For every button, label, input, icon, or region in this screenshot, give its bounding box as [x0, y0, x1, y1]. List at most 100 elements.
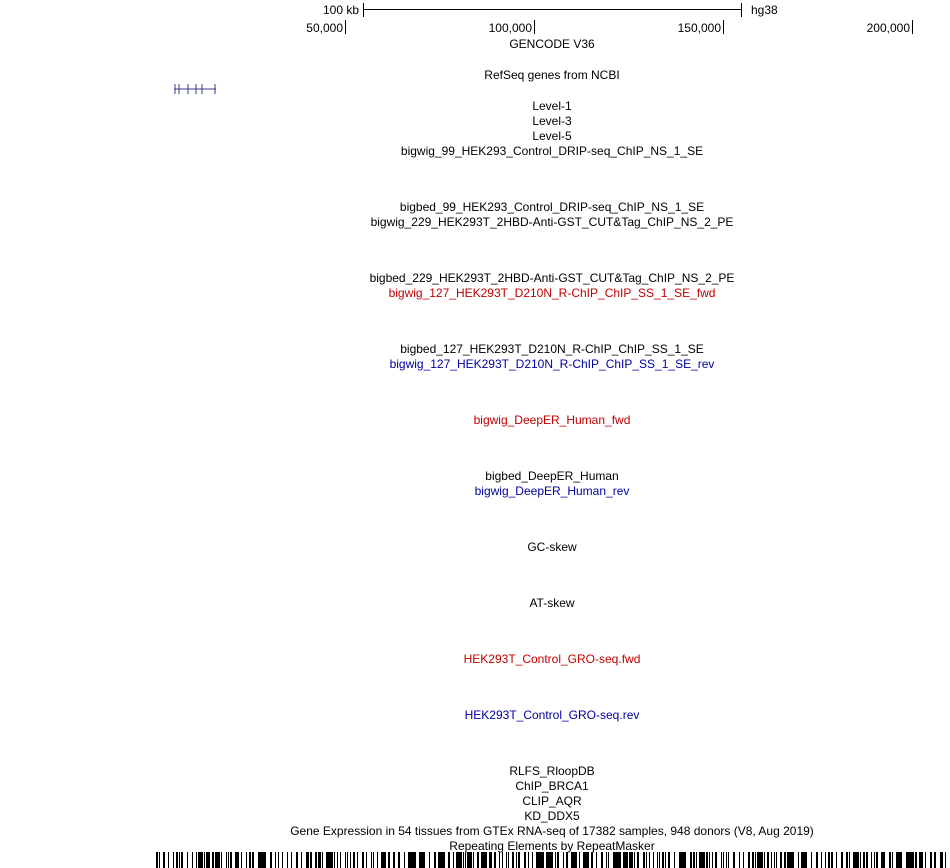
repeat-element	[915, 852, 917, 868]
track-label-level-5[interactable]: Level-5	[532, 129, 572, 143]
repeat-element	[871, 852, 872, 868]
refseq-gene-feature[interactable]	[170, 82, 220, 96]
repeat-element	[448, 852, 450, 868]
repeat-element	[322, 852, 323, 868]
repeat-element	[853, 852, 859, 868]
track-label-bigwig-99[interactable]: bigwig_99_HEK293_Control_DRIP-seq_ChIP_N…	[400, 144, 704, 158]
track-label-gencode[interactable]: GENCODE V36	[509, 37, 595, 51]
repeat-element	[930, 852, 932, 868]
repeat-element	[728, 852, 729, 868]
repeat-element	[940, 852, 943, 868]
repeat-element	[757, 852, 763, 868]
repeatmasker-track[interactable]	[0, 852, 950, 868]
repeat-element	[712, 852, 713, 868]
track-label-deeper-fwd[interactable]: bigwig_DeepER_Human_fwd	[473, 413, 631, 427]
repeat-element	[690, 852, 692, 868]
track-label-clip-aqr[interactable]: CLIP_AQR	[522, 794, 582, 808]
repeat-element	[168, 852, 169, 868]
track-label-rlfs[interactable]: RLFS_RloopDB	[509, 764, 595, 778]
repeat-element	[206, 852, 210, 868]
repeat-element	[494, 852, 496, 868]
track-label-gtex[interactable]: Gene Expression in 54 tissues from GTEx …	[290, 824, 814, 838]
repeat-element	[583, 852, 589, 868]
repeat-element	[774, 852, 775, 868]
track-label-level-3[interactable]: Level-3	[532, 114, 572, 128]
repeat-element	[866, 852, 868, 868]
track-label-bigwig-127-rev[interactable]: bigwig_127_HEK293T_D210N_R-ChIP_ChIP_SS_…	[389, 357, 715, 371]
repeat-element	[489, 852, 492, 868]
repeat-element	[919, 852, 923, 868]
repeat-element	[181, 852, 183, 868]
ruler-tick	[345, 20, 346, 34]
repeat-element	[726, 852, 727, 868]
repeat-element	[739, 852, 740, 868]
repeat-element	[502, 852, 503, 868]
repeat-element	[755, 852, 756, 868]
repeat-element	[228, 852, 229, 868]
track-label-refseq[interactable]: RefSeq genes from NCBI	[484, 68, 620, 82]
repeat-element	[404, 852, 405, 868]
repeat-element	[637, 852, 639, 868]
repeat-element	[301, 852, 302, 868]
track-label-kd-ddx5[interactable]: KD_DDX5	[524, 809, 580, 823]
repeat-element	[811, 852, 812, 868]
repeat-element	[571, 852, 577, 868]
repeat-element	[528, 852, 529, 868]
repeat-element	[156, 852, 158, 868]
repeat-element	[659, 852, 660, 868]
repeat-element	[646, 852, 647, 868]
repeat-element	[715, 852, 717, 868]
repeat-element	[388, 852, 390, 868]
repeat-element	[179, 852, 180, 868]
repeat-element	[849, 852, 850, 868]
track-label-bigwig-229[interactable]: bigwig_229_HEK293T_2HBD-Anti-GST_CUT&Tag…	[370, 215, 734, 229]
repeat-element	[221, 852, 222, 868]
track-label-gc-skew[interactable]: GC-skew	[527, 540, 577, 554]
repeat-element	[634, 852, 635, 868]
repeat-element	[860, 852, 861, 868]
track-label-chip-brca1[interactable]: ChIP_BRCA1	[515, 779, 589, 793]
repeat-element	[518, 852, 520, 868]
track-label-deeper-bigbed[interactable]: bigbed_DeepER_Human	[485, 469, 619, 483]
repeat-element	[477, 852, 479, 868]
repeat-element	[173, 852, 174, 868]
repeat-element	[516, 852, 517, 868]
repeat-element	[945, 852, 946, 868]
repeat-element	[743, 852, 744, 868]
repeat-element	[408, 852, 416, 868]
repeat-element	[270, 852, 272, 868]
track-label-bigbed-229[interactable]: bigbed_229_HEK293T_2HBD-Anti-GST_CUT&Tag…	[369, 271, 735, 285]
repeat-element	[934, 852, 936, 868]
repeat-element	[159, 852, 160, 868]
repeat-element	[434, 852, 436, 868]
repeat-element	[252, 852, 254, 868]
track-label-repeatmasker[interactable]: Repeating Elements by RepeatMasker	[449, 839, 655, 853]
track-label-gro-seq-fwd[interactable]: HEK293T_Control_GRO-seq.fwd	[463, 652, 641, 666]
track-label-gro-seq-rev[interactable]: HEK293T_Control_GRO-seq.rev	[464, 708, 640, 722]
repeat-element	[657, 852, 658, 868]
track-label-deeper-rev[interactable]: bigwig_DeepER_Human_rev	[474, 484, 630, 498]
repeat-element	[296, 852, 298, 868]
repeat-element	[393, 852, 395, 868]
repeat-element	[821, 852, 822, 868]
track-label-at-skew[interactable]: AT-skew	[529, 596, 575, 610]
repeat-element	[787, 852, 794, 868]
repeat-element	[226, 852, 227, 868]
repeat-element	[733, 852, 735, 868]
track-label-bigbed-127[interactable]: bigbed_127_HEK293T_D210N_R-ChIP_ChIP_SS_…	[400, 342, 704, 356]
repeat-element	[347, 852, 348, 868]
repeat-element	[748, 852, 750, 868]
repeat-element	[340, 852, 341, 868]
repeat-element	[278, 852, 279, 868]
scale-bar-line	[363, 9, 741, 10]
repeat-element	[841, 852, 843, 868]
repeat-element	[345, 852, 346, 868]
repeat-element	[662, 852, 664, 868]
track-label-bigwig-127-fwd[interactable]: bigwig_127_HEK293T_D210N_R-ChIP_ChIP_SS_…	[388, 286, 716, 300]
repeat-element	[463, 852, 464, 868]
track-label-level-1[interactable]: Level-1	[532, 99, 572, 113]
repeat-element	[696, 852, 697, 868]
track-label-bigbed-99[interactable]: bigbed_99_HEK293_Control_DRIP-seq_ChIP_N…	[399, 200, 705, 214]
repeat-element	[608, 852, 609, 868]
